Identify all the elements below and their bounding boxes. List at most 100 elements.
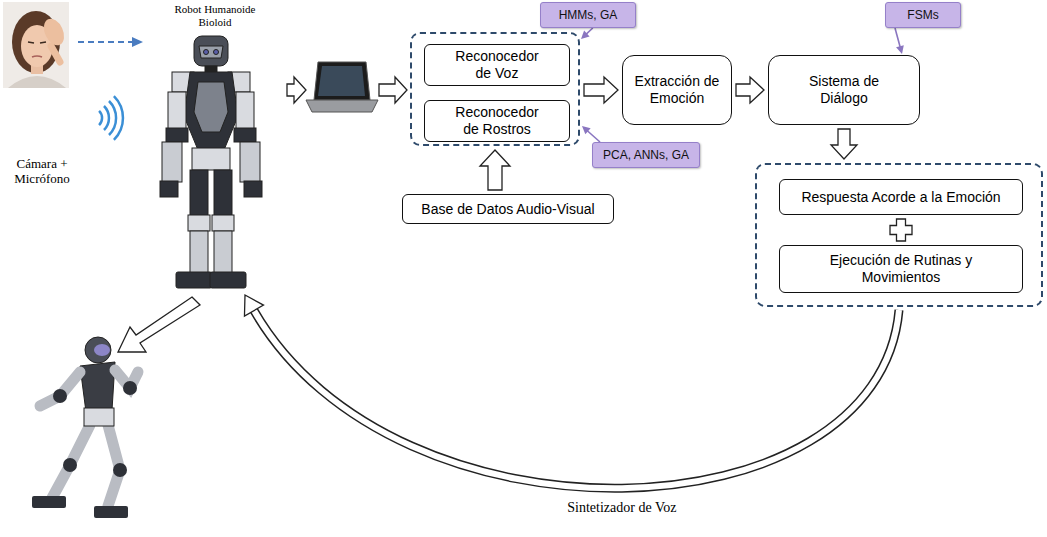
group-box: Reconocedor de VozReconocedor de Rostros xyxy=(410,32,580,146)
posed-robot-picture-part xyxy=(53,381,137,477)
process-box: Respuesta Acorde a la Emoción xyxy=(779,179,1023,215)
robot-picture-part xyxy=(162,142,182,182)
node-text: FSMs xyxy=(907,8,938,22)
robot-picture xyxy=(160,36,262,288)
robot-picture-part xyxy=(176,272,212,288)
robot-picture-part xyxy=(166,128,188,142)
node-text: Sistema de Diálogo xyxy=(794,73,894,107)
sound-waves-part xyxy=(114,96,123,140)
pose-arrow-part xyxy=(118,297,200,352)
process-box: Extracción de Emoción xyxy=(622,55,732,125)
edge-label: Sintetizador de Voz xyxy=(564,500,679,516)
connector xyxy=(480,150,510,190)
group-box: Respuesta Acorde a la EmociónEjecución d… xyxy=(755,163,1043,307)
sound-waves xyxy=(99,96,123,140)
node-text: Ejecución de Rutinas y Movimientos xyxy=(811,252,991,286)
robot-picture-part xyxy=(160,181,178,197)
robot-picture-part xyxy=(192,148,230,170)
database-box: Base de Datos Audio-Visual xyxy=(402,194,614,224)
connector xyxy=(287,77,407,103)
laptop-picture-part xyxy=(306,100,378,112)
arrow-head xyxy=(244,295,263,316)
connector xyxy=(831,129,857,159)
node-text: Extracción de Emoción xyxy=(629,73,725,107)
robot-picture-part xyxy=(214,231,232,273)
pose-arrow xyxy=(118,297,200,352)
woman-photo-part xyxy=(3,2,69,88)
laptop-picture-part xyxy=(314,62,370,100)
posed-robot-picture-part xyxy=(32,496,66,508)
node-text: Cámara + Micrófono xyxy=(13,156,71,187)
posed-robot-picture-part-part xyxy=(63,458,77,472)
arrow-head xyxy=(582,126,591,134)
robot-picture-part xyxy=(205,66,217,72)
laptop-picture xyxy=(306,62,378,112)
woman-photo-part xyxy=(8,76,66,88)
robot-picture-part xyxy=(199,46,223,58)
laptop-picture-part xyxy=(318,66,365,96)
process-box: Reconocedor de Voz xyxy=(424,44,570,86)
node-text: Robot Humanoide Bioloid xyxy=(167,3,263,29)
woman-photo-part xyxy=(32,56,42,57)
posed-robot-picture-part-part xyxy=(53,389,67,403)
connector xyxy=(584,77,618,103)
connector xyxy=(582,126,600,142)
method-tag: HMMs, GA xyxy=(540,2,636,28)
block-arrow xyxy=(480,150,510,190)
method-tag: FSMs xyxy=(885,2,961,28)
woman-photo-part xyxy=(51,46,60,62)
block-arrow xyxy=(736,77,764,103)
posed-robot-picture-part xyxy=(94,344,110,356)
arrow-head xyxy=(896,45,904,54)
node-text: Reconocedor de Rostros xyxy=(447,104,547,138)
robot-picture-part xyxy=(210,272,246,288)
curved-arrow-outline xyxy=(254,310,899,488)
robot-picture-part xyxy=(236,92,254,130)
robot-picture-part xyxy=(234,128,256,142)
block-arrow xyxy=(379,77,407,103)
posed-robot-picture-part-part xyxy=(40,372,80,406)
woman-photo-part xyxy=(28,42,46,43)
posed-robot-picture-part-part xyxy=(52,425,90,498)
sensor-figure: Cámara + Micrófono xyxy=(2,2,82,187)
node-text: Reconocedor de Voz xyxy=(447,48,547,82)
connector xyxy=(736,77,764,103)
connector-line xyxy=(78,41,134,43)
robot-picture-part xyxy=(184,72,238,150)
robot-picture-part xyxy=(244,181,262,197)
process-box: Reconocedor de Rostros xyxy=(424,100,570,142)
posed-robot-picture-part-part xyxy=(123,381,137,395)
arrow-head xyxy=(581,31,590,39)
process-box: Ejecución de Rutinas y Movimientos xyxy=(779,245,1023,293)
connector xyxy=(78,37,143,47)
robot-picture-part xyxy=(188,215,210,231)
posed-robot-picture xyxy=(32,337,138,518)
posed-robot-picture-part xyxy=(84,408,114,426)
block-arrow xyxy=(831,129,857,159)
posed-robot-picture-part-part xyxy=(113,463,127,477)
block-arrow xyxy=(584,77,618,103)
robot-picture-part xyxy=(214,50,219,55)
curved-arrow-fill xyxy=(254,310,899,488)
arrow-head xyxy=(132,37,143,47)
robot-picture-part xyxy=(194,36,228,66)
robot-picture-part xyxy=(212,215,234,231)
woman-photo xyxy=(3,2,69,88)
sound-waves-part xyxy=(99,111,102,125)
connector xyxy=(895,28,904,54)
posed-robot-picture-part xyxy=(40,370,138,506)
robot-picture-part xyxy=(240,142,260,182)
plus-symbol xyxy=(890,219,912,241)
sound-waves-part xyxy=(104,106,109,130)
node-text: Base de Datos Audio-Visual xyxy=(421,201,594,218)
connector-line xyxy=(895,28,900,48)
robot-picture-part xyxy=(204,50,209,55)
posed-robot-picture-part xyxy=(94,506,128,518)
connector xyxy=(581,28,593,39)
robot-picture-part xyxy=(194,82,228,132)
robot-picture-part xyxy=(168,92,186,130)
connector-line xyxy=(587,130,600,142)
robot-figure: Robot Humanoide Bioloid xyxy=(145,3,285,292)
